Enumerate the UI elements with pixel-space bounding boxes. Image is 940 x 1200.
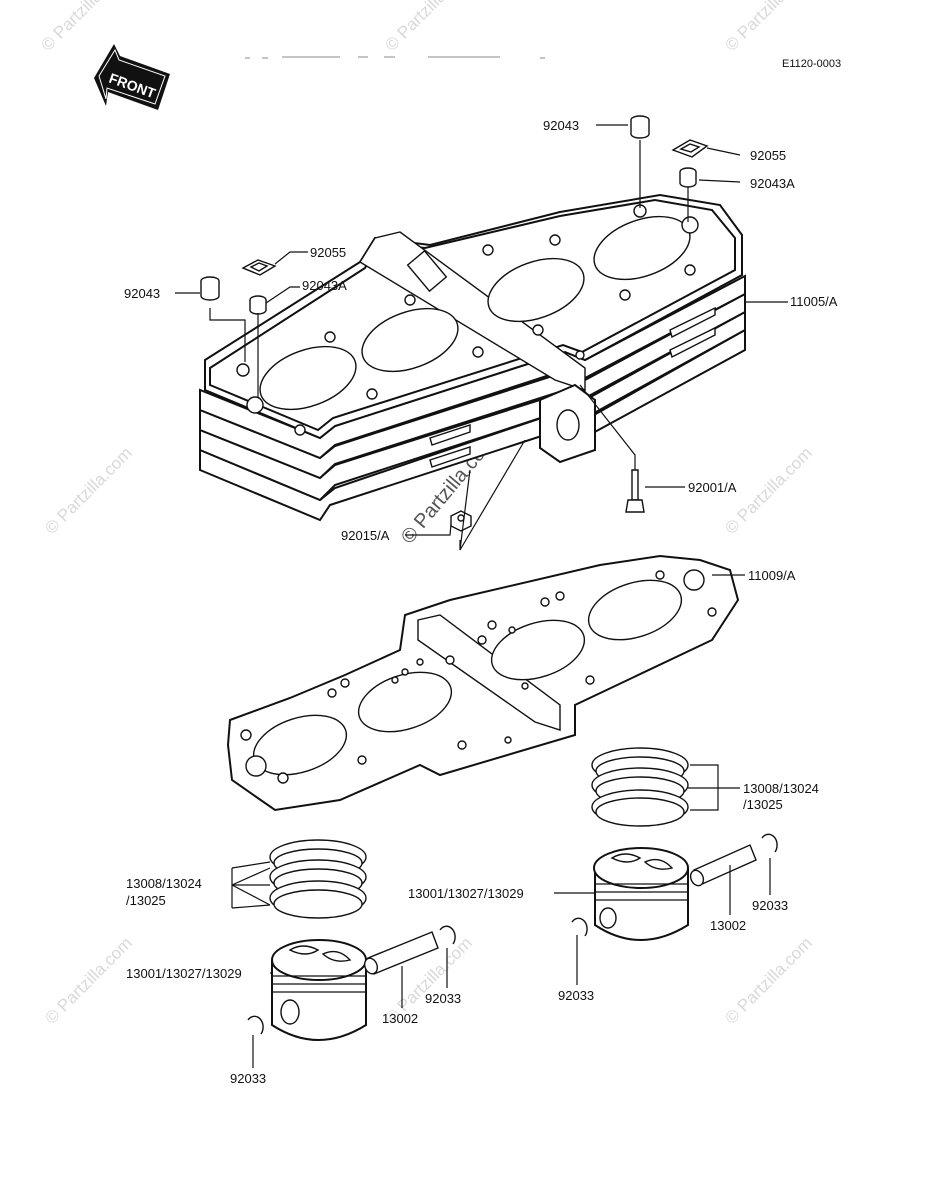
watermark-top-mid: © Partzilla.com xyxy=(381,0,475,55)
piston-pin-right xyxy=(689,844,757,887)
label-92001A: 92001/A xyxy=(688,480,737,495)
label-rings-right-2: /13025 xyxy=(743,797,783,812)
label-clip-right-inner: 92033 xyxy=(558,988,594,1003)
washer-92055-top xyxy=(671,139,709,158)
cylinder-head-gasket xyxy=(226,554,740,812)
watermark-top-right: © Partzilla.com xyxy=(721,0,815,55)
circlip-right-inner xyxy=(571,917,588,937)
label-pin-right: 13002 xyxy=(710,918,746,933)
cylinder-block xyxy=(199,193,746,522)
front-arrow-icon: FRONT xyxy=(94,44,170,110)
circlip-left-outer xyxy=(439,925,456,945)
circlip-right-outer xyxy=(761,833,778,853)
watermark-top-left: © Partzilla.com xyxy=(37,0,131,55)
label-rings-left-1: 13008/13024 xyxy=(126,876,202,891)
label-rings-left-2: /13025 xyxy=(126,893,166,908)
label-92015A: 92015/A xyxy=(341,528,390,543)
label-clip-left-outer: 92033 xyxy=(425,991,461,1006)
label-11005A: 11005/A xyxy=(790,294,838,309)
diagram-code: E1120-0003 xyxy=(782,58,841,70)
leader-lines-top xyxy=(175,124,788,551)
piston-right xyxy=(593,847,689,941)
dowel-92043-top xyxy=(630,115,650,139)
label-pin-left: 13002 xyxy=(382,1011,418,1026)
part-labels: 92043 92055 92043A 92055 92043A 92043 11… xyxy=(124,118,838,1086)
label-92043A-top: 92043A xyxy=(750,176,795,191)
nut-92015A xyxy=(450,510,472,532)
label-clip-left-inner: 92033 xyxy=(230,1071,266,1086)
label-92055-top: 92055 xyxy=(750,148,786,163)
label-92043-top: 92043 xyxy=(543,118,579,133)
header-dashes xyxy=(245,56,545,59)
watermark-mid-left: © Partzilla.com xyxy=(41,443,135,537)
bolt-92001A xyxy=(625,469,645,513)
label-piston-right: 13001/13027/13029 xyxy=(408,886,524,901)
dowel-92043-left xyxy=(200,276,220,301)
watermark-bot-right: © Partzilla.com xyxy=(721,933,815,1027)
label-92043A-left: 92043A xyxy=(302,278,347,293)
label-piston-left: 13001/13027/13029 xyxy=(126,966,242,981)
label-clip-right-outer: 92033 xyxy=(752,898,788,913)
label-rings-right-1: 13008/13024 xyxy=(743,781,819,796)
dowel-92043A-top xyxy=(679,167,697,188)
piston-rings-right xyxy=(591,747,689,827)
watermark-bot-left: © Partzilla.com xyxy=(41,933,135,1027)
piston-pin-left xyxy=(363,931,439,975)
label-92043-left: 92043 xyxy=(124,286,160,301)
label-11009A: 11009/A xyxy=(748,568,796,583)
washer-92055-left xyxy=(241,259,277,276)
dowel-92043A-left xyxy=(249,295,267,315)
piston-left xyxy=(271,939,367,1041)
piston-rings-left xyxy=(269,839,367,919)
circlip-left-inner xyxy=(247,1015,264,1035)
leader-lines-bottom xyxy=(231,764,771,1068)
label-92055-left: 92055 xyxy=(310,245,346,260)
